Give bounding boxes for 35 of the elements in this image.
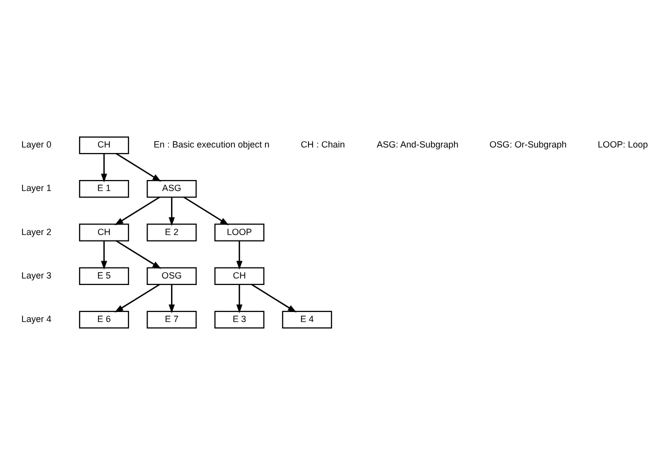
node-box: LOOP — [214, 223, 264, 241]
label: Layer 1 — [21, 182, 52, 193]
label: LOOP: Loop — [598, 139, 648, 150]
node-box: CH — [79, 223, 130, 241]
node-box: E 7 — [146, 310, 197, 328]
arrow — [236, 284, 242, 313]
label: Layer 4 — [21, 314, 52, 324]
label: CH : Chain — [300, 139, 345, 150]
arrow — [168, 284, 175, 313]
label: ASG: And-Subgraph — [376, 139, 458, 150]
label: Layer 0 — [21, 139, 52, 150]
label: En : Basic execution object n — [154, 139, 270, 150]
arrow — [116, 152, 162, 182]
node-box: CH — [214, 266, 264, 284]
node-box: E 1 — [79, 180, 130, 198]
label: Layer 2 — [21, 226, 52, 236]
arrow — [183, 196, 229, 225]
node-box: E 2 — [146, 223, 197, 241]
node-box: E 5 — [79, 266, 130, 284]
arrow — [116, 240, 162, 268]
arrow — [168, 196, 175, 226]
node-box: E 3 — [214, 310, 264, 328]
node-box: CH — [79, 136, 130, 154]
arrow — [100, 153, 108, 182]
arrow — [114, 283, 160, 312]
label: OSG: Or-Subgraph — [490, 139, 567, 150]
arrow — [236, 240, 242, 270]
node-box: ASG — [146, 180, 197, 198]
arrow — [251, 283, 297, 312]
arrow — [100, 240, 108, 270]
node-box: E 4 — [282, 310, 332, 328]
label: Layer 3 — [21, 270, 52, 280]
node-box: OSG — [146, 266, 197, 284]
arrow — [114, 196, 160, 225]
node-box: E 6 — [79, 310, 130, 328]
